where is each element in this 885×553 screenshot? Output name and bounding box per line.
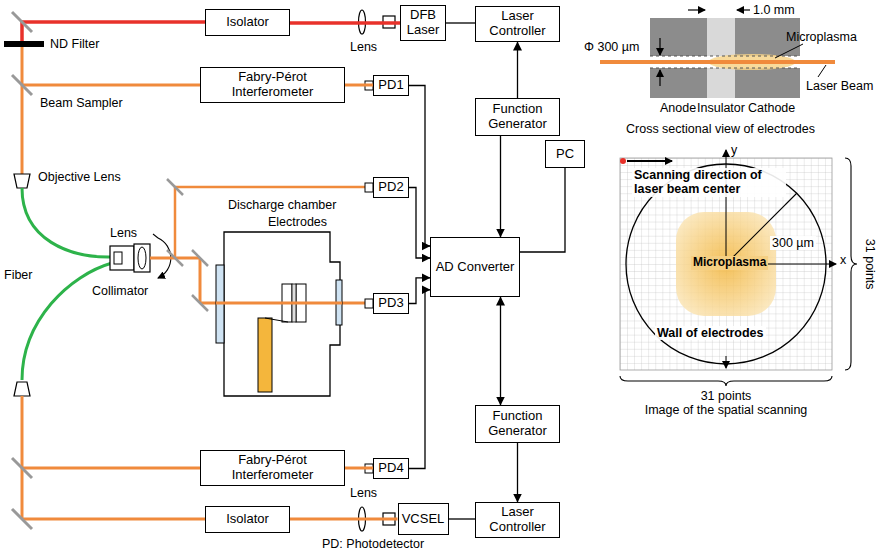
isolator-box: Isolator [205, 9, 290, 36]
part-label: Fiber [4, 268, 32, 282]
part-label: Laser Beam [806, 79, 873, 93]
controller-box: Laser Controller [475, 502, 560, 538]
part-label: 1.0 mm [753, 3, 795, 17]
component-label: PD3 [378, 296, 403, 311]
component-label: PC [556, 147, 574, 162]
signal-wire [520, 168, 565, 252]
isolator-box: Isolator [205, 506, 290, 533]
part-label: Microplasma [786, 30, 857, 44]
part-label: Objective Lens [38, 170, 121, 184]
component-label: Function Generator [479, 102, 556, 132]
part-label: Microplasma [691, 256, 768, 270]
interferometer-box: Fabry-Pérot Interferometer [200, 67, 345, 103]
laser-box: DFB Laser [400, 5, 446, 41]
component-label: Fabry-Pérot Interferometer [204, 453, 341, 483]
part-label: Lens [350, 486, 377, 500]
signal-wire [409, 86, 430, 247]
part-label: Cathode [748, 101, 795, 115]
part-label: Lens [350, 40, 377, 54]
signal-wire [517, 42, 518, 98]
laser-beam [290, 21, 400, 25]
detector-box: PD4 [373, 458, 409, 479]
interferometer-box: Fabry-Pérot Interferometer [200, 450, 345, 486]
part-label: 31 points [862, 239, 876, 290]
laser-box: VCSEL [398, 503, 449, 535]
signal-wire [500, 136, 501, 237]
part-label: Collimator [92, 284, 148, 298]
part-label: 300 µm [770, 236, 816, 250]
part-label: PD: Photodetector [322, 537, 424, 551]
part-label: Cross sectional view of electrodes [626, 122, 815, 136]
part-label: Φ 300 µm [584, 40, 639, 54]
part-label: Beam Sampler [40, 96, 123, 110]
signal-wire [409, 290, 430, 469]
component-label: Laser Controller [479, 505, 556, 535]
signal-wire [446, 22, 475, 23]
signal-wire [500, 297, 501, 405]
detector-box: PD3 [373, 293, 409, 314]
part-label: ND Filter [50, 37, 99, 51]
component-label: PD2 [378, 180, 403, 195]
generator-box: Function Generator [475, 405, 560, 443]
detector-box: PD2 [373, 177, 409, 198]
component-label: VCSEL [402, 512, 445, 527]
part-label: Electrodes [268, 215, 327, 229]
component-label: Laser Controller [479, 9, 556, 39]
converter-box: AD Converter [430, 237, 520, 297]
controller-box: Laser Controller [475, 6, 560, 42]
component-label: Fabry-Pérot Interferometer [204, 70, 341, 100]
laser-beam [290, 518, 398, 521]
part-label: Discharge chamber [228, 198, 336, 212]
component-label: Function Generator [479, 409, 556, 439]
generator-box: Function Generator [475, 98, 560, 136]
part-label: 31 points [701, 389, 752, 403]
component-label: DFB Laser [404, 8, 442, 38]
component-label: AD Converter [436, 260, 515, 275]
component-label: Isolator [226, 15, 269, 30]
part-label: Lens [110, 226, 137, 240]
signal-wire [409, 278, 430, 304]
signal-wire [517, 443, 518, 502]
signal-wire [409, 188, 430, 259]
computer-box: PC [545, 140, 585, 168]
part-label: Anode [660, 101, 696, 115]
laser-beam [345, 467, 373, 470]
signal-wire [449, 518, 476, 519]
part-label: Image of the spatial scanning [645, 403, 808, 417]
part-label: x [840, 253, 846, 267]
part-label: y [731, 143, 737, 157]
component-label: PD1 [378, 78, 403, 93]
laser-beam [345, 84, 373, 87]
component-label: PD4 [378, 461, 403, 476]
part-label: Insulator [697, 101, 745, 115]
part-label: Scanning direction of laser beam center [632, 168, 786, 197]
detector-box: PD1 [373, 75, 409, 96]
part-label: Wall of electrodes [655, 326, 766, 340]
component-label: Isolator [226, 512, 269, 527]
